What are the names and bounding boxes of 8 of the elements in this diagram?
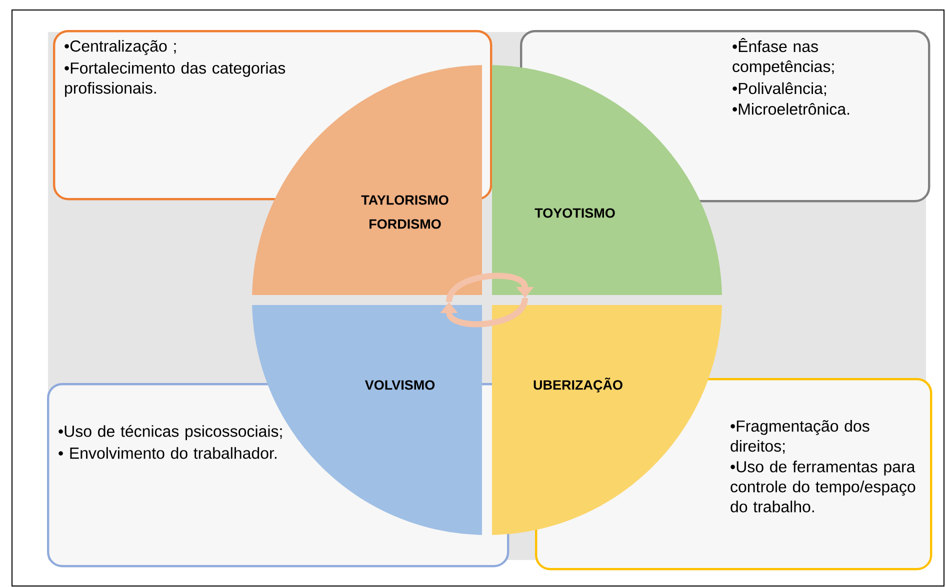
bullet-item: •Centralização ; <box>64 40 176 55</box>
curved-arrow <box>440 297 528 328</box>
bullet-item: •Uso de ferramentas para controle do tempo/espaço do trabalho. <box>730 460 916 512</box>
bullet-item: •Ênfase nas competências; <box>732 38 834 76</box>
bullet-item: •Fragmentação dos direitos; <box>730 420 870 454</box>
bullet-item: •Microeletrônica. <box>732 103 850 115</box>
curved-arrow <box>446 272 534 303</box>
bullet-item: •Polivalência; <box>732 82 826 96</box>
